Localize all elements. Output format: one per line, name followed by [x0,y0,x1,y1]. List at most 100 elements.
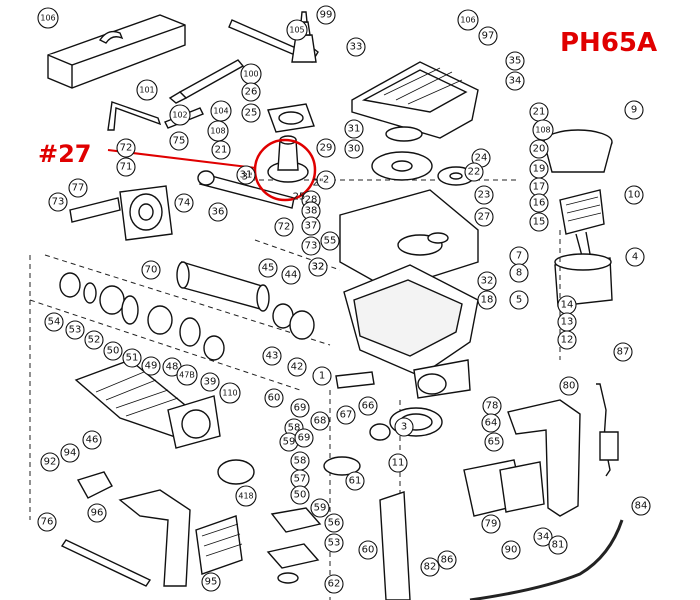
part-callout: 82 [420,557,440,577]
callout-number: 1 [319,371,325,382]
part-callout: 19 [529,159,549,179]
part-callout: 44 [281,265,301,285]
callout-circle [548,535,568,555]
callout-number: 50 [294,490,307,501]
callout-circle [324,513,344,533]
callout-number: 47B [179,371,195,380]
callout-circle [474,207,494,227]
callout-number: 102 [172,111,187,120]
callout-circle [141,260,161,280]
part-callout: 70 [141,260,161,280]
callout-number: 38 [305,206,318,217]
callout-number: 99 [320,10,333,21]
callout-number: 84 [635,501,648,512]
part-callout: 90 [501,540,521,560]
callout-number: 39 [204,377,217,388]
callout-circle [477,271,497,291]
callout-number: 50 [107,346,120,357]
callout-number: 79 [485,519,498,530]
callout-number: 29 [320,143,333,154]
callout-number: 36 [212,207,225,218]
part-callout: 108 [532,119,554,141]
callout-circle [219,382,241,404]
callout-number: 80 [563,381,576,392]
callout-circle [505,71,525,91]
part-callout: 31 [236,165,256,185]
highlight-circle [253,138,317,202]
part-callout: 48 [162,357,182,377]
callout-number: 81 [552,540,565,551]
callout-number: 43 [266,351,279,362]
part-callout: 87 [613,342,633,362]
part-callout: 24 [471,148,491,168]
callout-circle [241,103,261,123]
part-callout: 37 [301,216,321,236]
part-callout: 94 [60,443,80,463]
callout-circle [388,453,408,473]
callout-circle [48,192,68,212]
callout-number: 60 [268,393,281,404]
callout-circle [477,290,497,310]
callout-number: 58 [294,456,307,467]
callout-number: 55 [324,236,337,247]
gear-drawing [371,126,475,186]
callout-number: 14 [561,300,574,311]
part-callout: 43 [262,346,282,366]
callout-number: 75 [173,136,186,147]
part-callout: 58 [290,451,310,471]
callout-number: 72 [120,143,133,154]
callout-number: 11 [392,458,405,469]
part-callout: 60 [358,540,378,560]
plain-part-number: 3" [242,172,253,183]
part-callout: 15 [529,212,549,232]
callout-number: 10 [628,190,641,201]
callout-circle [346,37,366,57]
part-callout: 110 [219,382,241,404]
part-callout: 86 [437,550,457,570]
part-callout: 8 [509,263,529,283]
callout-circle [200,372,220,392]
callout-number: 59 [283,437,296,448]
callout-number: 76 [41,517,54,528]
callout-circle [211,140,231,160]
callout-circle [481,413,501,433]
part-callout: 25 [241,103,261,123]
part-callout: 22 [464,162,484,182]
callout-circle [68,178,88,198]
part-callout: 46 [82,430,102,450]
callout-number: 34 [537,532,550,543]
part-callout: 71 [116,157,136,177]
callout-number: 48 [166,362,179,373]
callout-circle [316,170,336,190]
callout-number: 32 [312,262,325,273]
part-callout: 99 [316,5,336,25]
callout-circle [169,104,191,126]
part-callout: 50 [103,341,123,361]
callout-number: 53 [69,325,82,336]
callout-number: 5 [516,295,522,306]
part-callout: 21 [211,140,231,160]
callout-number: 82 [424,562,437,573]
callout-number: 68 [314,416,327,427]
callout-circle [316,138,336,158]
callout-circle [301,236,321,256]
callout-number: 108 [210,127,225,136]
part-callout: 72 [116,138,136,158]
callout-circle [529,139,549,159]
callout-circle [281,265,301,285]
callout-circle [344,119,364,139]
callout-number: 23 [478,190,491,201]
callout-number: 106 [40,14,55,23]
part-callout: 67 [336,405,356,425]
callout-number: 110 [222,389,237,398]
callout-number: 17 [533,182,546,193]
part-callout: 79 [481,514,501,534]
part-callout: 11 [388,453,408,473]
part-callout: 69 [290,398,310,418]
callout-circle [87,503,107,523]
callout-circle [264,388,284,408]
handle-bracket-drawing [60,471,243,587]
part-callout: 101 [136,79,158,101]
